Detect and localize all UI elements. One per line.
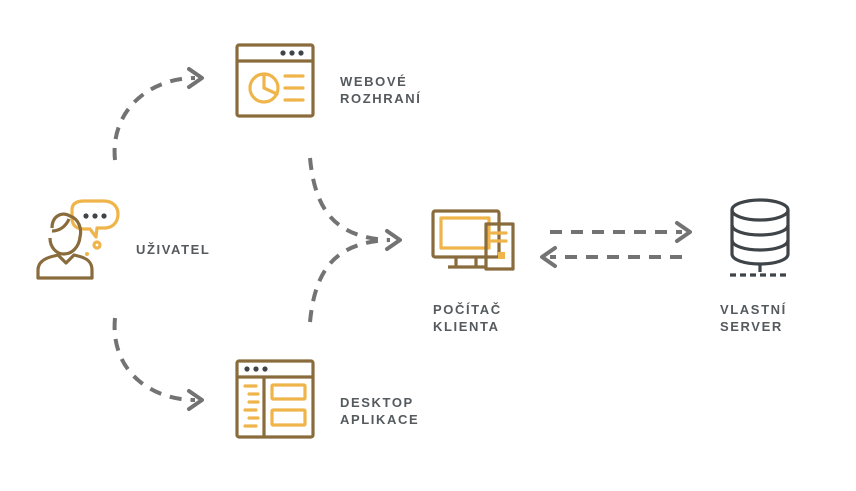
database-server-icon (730, 198, 790, 277)
server-label-line1: VLASTNÍ (720, 302, 787, 317)
web-label-line1: WEBOVÉ (340, 74, 408, 89)
arrow-client-to-server (550, 221, 692, 243)
arrow-web-to-client (308, 157, 391, 242)
client-label-line2: KLIENTA (433, 319, 500, 334)
server-label: VLASTNÍ SERVER (720, 301, 787, 335)
user-label: UŽIVATEL (136, 242, 211, 257)
web-label-line2: ROZHRANÍ (340, 91, 422, 106)
server-label-line2: SERVER (720, 319, 783, 334)
client-label-line1: POČÍTAČ (433, 302, 502, 317)
arrow-desktop-to-client (308, 229, 402, 323)
desktop-label-line2: APLIKACE (340, 412, 420, 427)
arrow-server-to-client (540, 246, 682, 268)
web-interface-icon (235, 43, 315, 118)
arrow-user-to-desktop (112, 317, 204, 411)
arrow-user-to-web (112, 67, 204, 161)
user-icon (36, 199, 120, 280)
desktop-app-icon (235, 359, 315, 439)
web-label: WEBOVÉ ROZHRANÍ (340, 73, 421, 107)
desktop-label: DESKTOP APLIKACE (340, 394, 419, 428)
desktop-label-line1: DESKTOP (340, 395, 414, 410)
computer-icon (431, 209, 515, 271)
client-label: POČÍTAČ KLIENTA (433, 301, 502, 335)
